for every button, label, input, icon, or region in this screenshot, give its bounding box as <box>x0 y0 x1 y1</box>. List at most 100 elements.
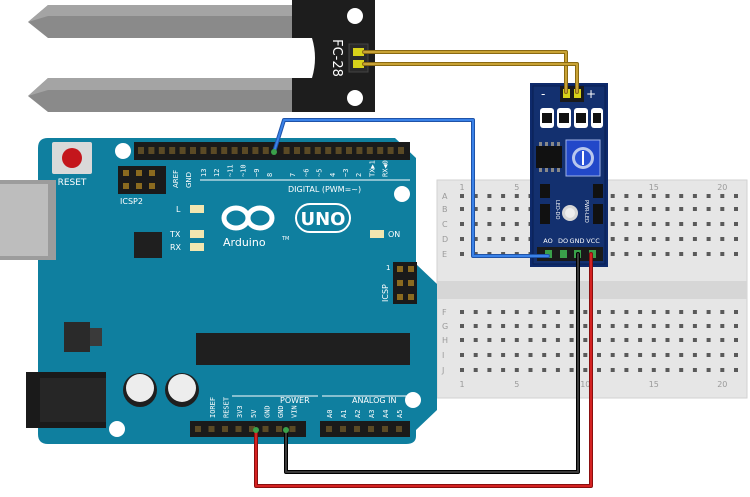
breadboard-col-label: 1 <box>459 380 464 389</box>
tx-label: TX <box>169 230 181 239</box>
breadboard-hole <box>720 252 725 256</box>
breadboard-hole <box>692 338 697 342</box>
breadboard-hole <box>487 310 492 314</box>
breadboard-hole <box>734 222 738 226</box>
breadboard-hole <box>638 353 643 357</box>
breadboard-hole <box>610 237 615 241</box>
digital-header-pins <box>138 147 404 154</box>
breadboard-hole <box>665 353 670 357</box>
breadboard-hole <box>569 368 574 372</box>
header-pin <box>335 147 342 154</box>
breadboard-hole <box>679 237 684 241</box>
header-pin <box>276 426 282 432</box>
header-pin <box>195 426 201 432</box>
breadboard-hole <box>583 338 588 342</box>
breadboard-hole <box>624 252 629 256</box>
breadboard-row-label: H <box>442 336 448 345</box>
digital-pin-label: 4 <box>329 173 337 177</box>
module-plus-label: + <box>586 87 596 101</box>
breadboard-hole <box>460 338 464 342</box>
digital-pin-label: ~5 <box>316 169 324 177</box>
atmega-chip <box>196 333 410 365</box>
breadboard-hole <box>638 368 643 372</box>
analog-pin-label: A4 <box>382 410 390 418</box>
breadboard-hole <box>514 237 519 241</box>
breadboard-hole <box>706 324 711 328</box>
breadboard-hole <box>528 310 533 314</box>
breadboard-col-label: 1 <box>459 183 464 192</box>
power-pin-label: GND <box>277 405 285 418</box>
breadboard-hole <box>542 310 547 314</box>
breadboard-hole <box>460 368 464 372</box>
breadboard-hole <box>460 237 464 241</box>
breadboard-hole <box>734 368 738 372</box>
icsp-one-label: 1 <box>386 264 390 272</box>
breadboard-hole <box>597 324 601 328</box>
header-pin <box>396 426 402 432</box>
header-pin <box>179 147 186 154</box>
breadboard-hole <box>487 353 492 357</box>
breadboard-row-label: G <box>442 322 448 331</box>
breadboard-hole <box>706 353 711 357</box>
breadboard-hole <box>638 237 643 241</box>
analog-pin-label: A2 <box>354 410 362 418</box>
breadboard-hole <box>734 353 738 357</box>
power-pin-label: RESET <box>223 396 231 418</box>
breadboard-hole <box>555 368 560 372</box>
header-pin <box>356 147 363 154</box>
breadboard-hole <box>555 338 560 342</box>
breadboard-hole <box>734 252 738 256</box>
breadboard-hole <box>692 324 697 328</box>
digital-pin-label: 7 <box>289 173 297 177</box>
breadboard-col-label: 15 <box>649 380 659 389</box>
breadboard-hole <box>555 310 560 314</box>
breadboard-hole <box>528 368 533 372</box>
power-pin-label: VIN <box>291 405 299 418</box>
breadboard-hole <box>706 252 711 256</box>
breadboard-hole <box>679 222 684 226</box>
tm-label: TM <box>281 236 289 242</box>
breadboard-row-label: J <box>441 366 444 375</box>
header-pin <box>346 147 352 154</box>
header-pin <box>158 147 165 154</box>
l-label: L <box>176 205 181 214</box>
breadboard-hole <box>460 194 464 198</box>
rx-label: RX <box>170 243 182 252</box>
breadboard-hole <box>487 338 492 342</box>
breadboard-hole <box>501 324 506 328</box>
breadboard-hole <box>501 310 506 314</box>
breadboard-col-label: 10 <box>580 380 590 389</box>
breadboard-hole <box>460 252 464 256</box>
reset-label: RESET <box>58 178 87 188</box>
breadboard-hole <box>679 310 684 314</box>
breadboard-hole <box>651 207 656 211</box>
breadboard-row-label: C <box>442 220 448 229</box>
digital-pin-label: RX◀0 <box>382 160 390 177</box>
breadboard-hole <box>734 237 738 241</box>
breadboard-hole <box>651 324 656 328</box>
power-pin-label: 3V3 <box>236 405 244 418</box>
header-pin <box>221 147 228 154</box>
breadboard-hole <box>597 338 601 342</box>
digital-pin-label: TX▶1 <box>368 160 376 177</box>
breadboard-hole <box>692 207 697 211</box>
breadboard-hole <box>555 353 560 357</box>
breadboard-hole <box>610 324 615 328</box>
breadboard-hole <box>734 194 738 198</box>
breadboard-hole <box>679 368 684 372</box>
breadboard-hole <box>720 310 725 314</box>
breadboard-hole <box>487 237 492 241</box>
breadboard-hole <box>473 310 478 314</box>
digital-pin-label: 2 <box>355 173 363 177</box>
breadboard-hole <box>720 194 725 198</box>
breadboard-hole <box>624 310 629 314</box>
breadboard-hole <box>665 310 670 314</box>
breadboard-hole <box>651 222 656 226</box>
breadboard-hole <box>501 237 506 241</box>
breadboard-hole <box>610 194 615 198</box>
breadboard-hole <box>501 368 506 372</box>
on-label: ON <box>388 230 400 239</box>
header-pin <box>340 426 346 432</box>
